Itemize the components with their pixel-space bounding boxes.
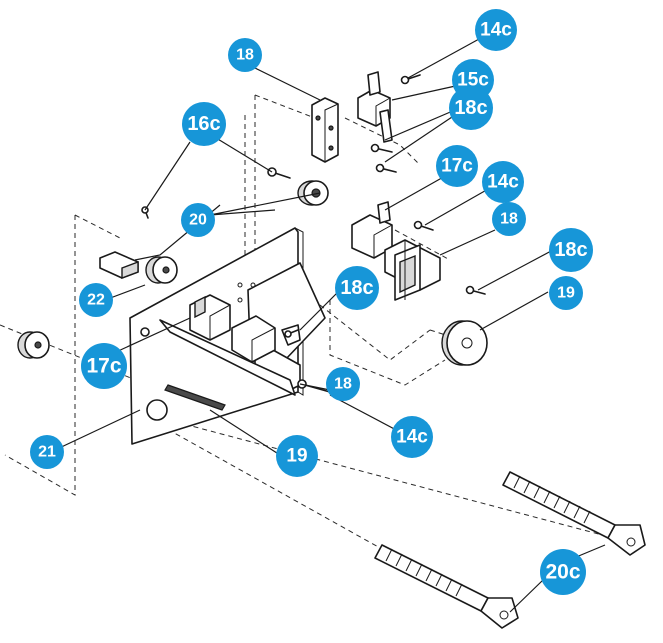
svg-text:18c: 18c — [454, 97, 487, 119]
microswitch-right — [351, 201, 393, 259]
callout-17c-right: 17c — [436, 145, 478, 187]
disc-19 — [441, 320, 488, 366]
svg-text:18: 18 — [236, 47, 254, 64]
svg-text:18c: 18c — [340, 277, 373, 299]
callout-19-right: 19 — [549, 276, 583, 310]
callout-14c-mid: 14c — [482, 161, 524, 203]
callout-14c-low: 14c — [391, 416, 433, 458]
bracket-18-mid — [384, 239, 441, 301]
callout-20: 20 — [181, 203, 215, 237]
svg-text:15c: 15c — [457, 70, 489, 91]
svg-text:19: 19 — [286, 446, 307, 467]
long-bolt-lower — [374, 544, 519, 629]
callout-16c: 16c — [182, 102, 226, 146]
callout-20c: 20c — [540, 549, 586, 595]
screws-mid — [284, 220, 486, 338]
svg-text:18c: 18c — [554, 239, 587, 261]
callout-18-mid: 18 — [492, 202, 526, 236]
svg-text:19: 19 — [557, 285, 575, 302]
svg-text:14c: 14c — [396, 427, 428, 448]
svg-text:17c: 17c — [441, 156, 473, 177]
callout-18c-right: 18c — [549, 228, 593, 272]
callout-17c-left: 17c — [81, 343, 127, 389]
switch-15c — [357, 71, 393, 143]
svg-text:14c: 14c — [480, 20, 512, 41]
callout-22: 22 — [79, 283, 113, 317]
svg-text:18: 18 — [500, 211, 518, 228]
svg-text:20c: 20c — [545, 561, 580, 584]
guide-block — [99, 251, 139, 280]
callout-18-low: 18 — [326, 367, 360, 401]
svg-text:16c: 16c — [187, 113, 220, 135]
callout-21: 21 — [30, 435, 64, 469]
long-bolt-upper — [502, 471, 646, 556]
callout-18c-center: 18c — [335, 266, 379, 310]
callout-18-top: 18 — [228, 38, 262, 72]
callout-18c-top: 18c — [449, 86, 493, 130]
spacer-20 — [297, 180, 329, 206]
slide-rack — [164, 384, 226, 411]
svg-text:17c: 17c — [86, 355, 121, 378]
microswitch-left — [189, 294, 231, 341]
svg-text:21: 21 — [38, 444, 56, 461]
svg-text:20: 20 — [189, 212, 207, 229]
callout-19-low: 19 — [276, 435, 318, 477]
callout-14c-top: 14c — [475, 9, 517, 51]
svg-text:18: 18 — [334, 376, 352, 393]
switch-block-center — [231, 315, 301, 363]
roller-21 — [17, 331, 50, 359]
svg-text:14c: 14c — [487, 172, 519, 193]
bracket-18-top — [311, 97, 339, 163]
svg-text:22: 22 — [87, 292, 105, 309]
screws-top — [370, 74, 421, 173]
roller-22 — [145, 256, 178, 284]
